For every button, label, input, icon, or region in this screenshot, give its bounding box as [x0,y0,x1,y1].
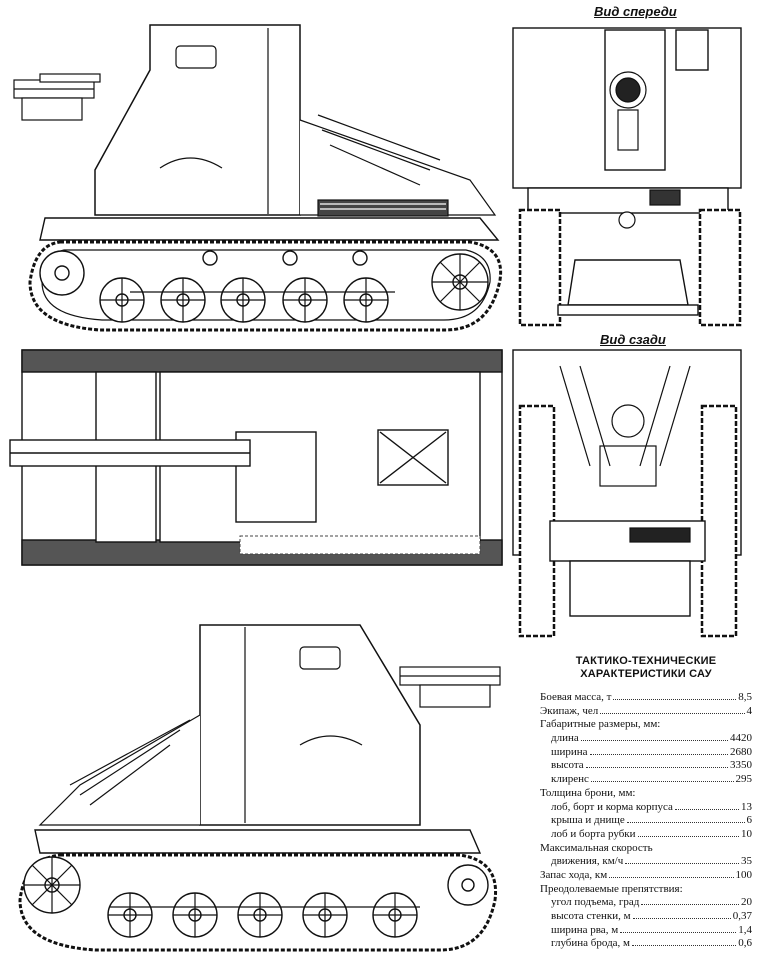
spec-row-value: 35 [741,855,752,868]
top-view [0,340,510,580]
spec-title-line1: ТАКТИКО-ТЕХНИЧЕСКИЕ [575,655,717,667]
spec-row-label: ширина [551,745,588,758]
spec-row: Запас хода, км 100 [540,869,752,883]
spec-row: клиренс 295 [540,773,752,787]
spec-row: лоб и борта рубки 10 [540,828,752,842]
spec-row-label: крыша и днище [551,814,625,827]
spec-row-label: клиренс [551,773,589,786]
side-view-right-drawing [18,624,501,952]
spec-row-leader [637,835,739,837]
rear-view [510,346,750,646]
spec-row-leader [613,699,737,700]
spec-row-value: 20 [741,896,752,909]
spec-row: Максимальная скорость [540,842,752,856]
spec-row-label: Преодолеваемые препятствия: [540,882,683,895]
spec-row-label: Боевая масса, т [540,691,612,703]
spec-row-leader [641,904,739,906]
spec-row-leader [620,931,737,933]
spec-row-leader [585,767,728,769]
spec-row-value: 0,37 [732,910,752,922]
spec-row-label: глубина брода, м [551,937,631,950]
spec-row: высота стенки, м 0,37 [540,910,752,924]
spec-row: Преодолеваемые препятствия: [540,883,752,897]
spec-row-leader [632,918,731,919]
spec-row-label: угол подъема, град [551,896,640,909]
spec-row: глубина брода, м 0,6 [540,937,752,951]
spec-row-value: 6 [746,814,753,827]
spec-row-value: 3350 [730,759,752,772]
spec-title: ТАКТИКО-ТЕХНИЧЕСКИЕ ХАРАКТЕРИСТИКИ САУ [540,655,752,681]
spec-row-label: ширина рва, м [551,923,619,936]
spec-row: ширина рва, м 1,4 [540,924,752,938]
spec-row-value: 4420 [730,732,752,745]
spec-row-leader [609,876,734,878]
spec-row: угол подъема, град 20 [540,896,752,910]
spec-row: длина 4420 [540,732,752,746]
spec-row: высота 3350 [540,759,752,773]
side-view-left [0,0,510,340]
spec-row-label: Экипаж, чел [540,704,599,717]
spec-row-label: Толщина брони, мм: [540,786,636,799]
spec-row-label: высота стенки, м [551,910,631,922]
spec-table: ТАКТИКО-ТЕХНИЧЕСКИЕ ХАРАКТЕРИСТИКИ САУ Б… [540,655,752,951]
spec-row-leader [589,753,728,755]
spec-row-leader [674,808,739,810]
spec-row-value: 8,5 [738,691,752,703]
spec-title-line2: ХАРАКТЕРИСТИКИ САУ [580,668,712,680]
side-view-left-drawing [13,24,503,332]
spec-row-value: 0,6 [738,937,752,950]
spec-row: Толщина брони, мм: [540,787,752,801]
spec-row-label: лоб и борта рубки [551,827,636,840]
spec-row: лоб, борт и корма корпуса 13 [540,801,752,815]
spec-row-leader [580,740,728,742]
spec-row-label: высота [551,759,584,772]
spec-row-label: длина [551,732,579,745]
spec-row: крыша и днище 6 [540,814,752,828]
spec-row-value: 4 [746,704,753,717]
spec-row: ширина 2680 [540,746,752,760]
spec-row-label: лоб, борт и корма корпуса [551,800,673,813]
spec-row-leader [626,822,745,824]
spec-row-value: 1,4 [738,923,752,936]
spec-row-leader [625,863,739,865]
spec-row-label: Габаритные размеры, мм: [540,718,661,731]
spec-row-label: Запас хода, км [540,868,608,881]
spec-row-leader [600,712,745,714]
spec-row: Габаритные размеры, мм: [540,718,752,732]
spec-row: Экипаж, чел 4 [540,705,752,719]
rear-view-drawing [512,349,742,638]
spec-row-value: 295 [735,773,753,786]
front-view-caption: Вид спереди [594,4,677,19]
spec-row-leader [590,781,734,783]
spec-row-value: 10 [741,827,752,840]
rear-view-caption: Вид сзади [600,332,666,347]
front-view-drawing [512,27,742,327]
side-view-right [0,615,520,955]
front-view [510,20,750,335]
top-view-drawing [9,349,503,566]
spec-row-value: 13 [741,800,752,813]
spec-row-leader [632,945,737,947]
spec-row-label: Максимальная скорость [540,841,653,854]
spec-row-value: 100 [735,868,753,881]
spec-row-label: движения, км/ч [551,855,624,868]
spec-row: Боевая масса, т 8,5 [540,691,752,705]
spec-row-value: 2680 [730,745,752,758]
spec-row: движения, км/ч 35 [540,855,752,869]
